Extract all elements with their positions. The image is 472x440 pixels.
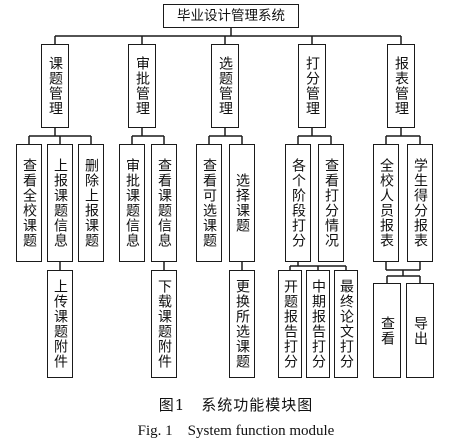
node-view-available-topics: 查看可选课题 — [196, 144, 222, 262]
node-midterm-scoring: 中期报告打分 — [306, 270, 330, 378]
node-stage-scoring: 各个阶段打分 — [285, 144, 311, 262]
node-download-topic-attachment: 下载课题附件 — [151, 270, 177, 378]
node-delete-reported-topic: 删除上报课题 — [78, 144, 104, 262]
node-student-score-report: 学生得分报表 — [407, 144, 433, 262]
module-scoring-management: 打分管理 — [298, 44, 326, 128]
node-all-staff-report: 全校人员报表 — [373, 144, 399, 262]
node-view: 查看 — [373, 283, 401, 378]
module-approval-management: 审批管理 — [128, 44, 156, 128]
node-export: 导出 — [406, 283, 434, 378]
root-label: 毕业设计管理系统 — [177, 7, 285, 24]
node-proposal-scoring: 开题报告打分 — [278, 270, 302, 378]
node-view-topic-info: 查看课题信息 — [151, 144, 177, 262]
node-view-scoring-status: 查看打分情况 — [318, 144, 344, 262]
node-change-selected-topic: 更换所选课题 — [229, 270, 255, 378]
module-selection-management: 选题管理 — [211, 44, 239, 128]
module-topic-management: 课题管理 — [41, 44, 69, 128]
node-view-all-topics: 查看全校课题 — [16, 144, 42, 262]
module-report-management: 报表管理 — [387, 44, 415, 128]
node-report-topic-info: 上报课题信息 — [47, 144, 73, 262]
node-approve-topic-info: 审批课题信息 — [119, 144, 145, 262]
figure-caption-en: Fig. 1 System function module — [137, 423, 335, 439]
node-upload-topic-attachment: 上传课题附件 — [47, 270, 73, 378]
node-final-thesis-scoring: 最终论文打分 — [334, 270, 358, 378]
node-select-topic: 选择课题 — [229, 144, 255, 262]
figure-caption-zh: 图1 系统功能模块图 — [158, 396, 314, 414]
root-node: 毕业设计管理系统 — [163, 4, 299, 28]
